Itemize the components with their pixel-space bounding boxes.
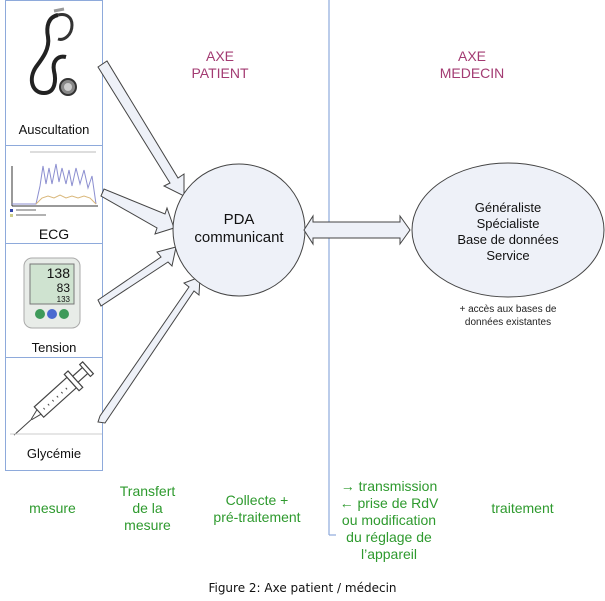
stage-label-collecte: Collecte + pré-traitement <box>196 492 318 526</box>
axis-title-medecin: AXE MEDECIN <box>422 48 522 82</box>
input-panel-tension: 138 83 133 Tension <box>5 243 103 358</box>
stage-line: traitement <box>491 500 554 516</box>
input-panel-glycemie: Glycémie <box>5 357 103 471</box>
stage-line: l’appareil <box>360 546 418 562</box>
input-label: Auscultation <box>18 122 90 137</box>
figure-caption: Figure 2: Axe patient / médecin <box>208 581 397 595</box>
pda-node-label: PDA communicant <box>175 211 303 247</box>
stage-line: ou modification <box>341 512 437 528</box>
stage-label-mesure: mesure <box>10 500 95 517</box>
blood-pressure-monitor-icon: 138 83 133 <box>23 257 81 329</box>
axis-title-line: PATIENT <box>191 65 249 81</box>
bp-pulse: 133 <box>57 295 71 304</box>
stage-line: mesure <box>29 500 76 516</box>
medecin-note: + accès aux bases de données existantes <box>428 303 588 329</box>
arrow-glycemie-to-pda <box>97 276 201 424</box>
pda-label-line: PDA <box>223 211 255 228</box>
stage-label-transmission: → transmission ← prise de RdV ou modific… <box>328 478 450 563</box>
medecin-node-label: Généraliste Spécialiste Base de données … <box>428 200 588 264</box>
panel-bottom-border <box>5 470 103 471</box>
stage-line: du réglage de <box>346 529 432 545</box>
arrow-ecg-to-pda <box>100 188 175 235</box>
stage-line: pré-traitement <box>213 509 301 525</box>
medecin-note-line: données existantes <box>464 317 552 328</box>
input-panel-auscultation: Auscultation <box>5 0 103 146</box>
ecg-chart-icon <box>10 151 98 217</box>
bidirectional-arrow <box>303 214 411 246</box>
axis-title-line: AXE <box>457 48 486 64</box>
input-panel-ecg: ECG <box>5 145 103 244</box>
stage-line: de la <box>132 500 163 516</box>
input-label: Tension <box>31 340 77 355</box>
medecin-node <box>411 162 605 298</box>
axis-title-line: MEDECIN <box>439 65 505 81</box>
medecin-label-line: Service <box>486 248 530 263</box>
arrow-auscultation-to-pda <box>97 60 185 197</box>
bp-diastolic: 83 <box>57 281 71 295</box>
stage-line: Collecte + <box>225 492 289 508</box>
pda-label-line: communicant <box>194 229 284 246</box>
input-label: ECG <box>38 226 70 242</box>
stage-line: ← prise de RdV <box>339 495 439 511</box>
syringe-icon <box>10 361 102 436</box>
bp-systolic: 138 <box>47 265 71 281</box>
axis-title-line: AXE <box>205 48 234 64</box>
medecin-note-line: + accès aux bases de <box>459 304 557 315</box>
stage-line: → transmission <box>340 478 438 494</box>
arrow-tension-to-pda <box>97 246 177 307</box>
input-label: Glycémie <box>26 446 82 461</box>
medecin-label-line: Généraliste <box>474 200 542 215</box>
axis-title-patient: AXE PATIENT <box>170 48 270 82</box>
stage-line: mesure <box>124 517 171 533</box>
stage-line: Transfert <box>119 483 176 499</box>
medecin-label-line: Spécialiste <box>476 216 540 231</box>
stage-label-traitement: traitement <box>470 500 575 517</box>
stage-label-transfert: Transfert de la mesure <box>100 483 195 534</box>
stethoscope-icon <box>29 7 77 96</box>
medecin-label-line: Base de données <box>457 232 559 247</box>
